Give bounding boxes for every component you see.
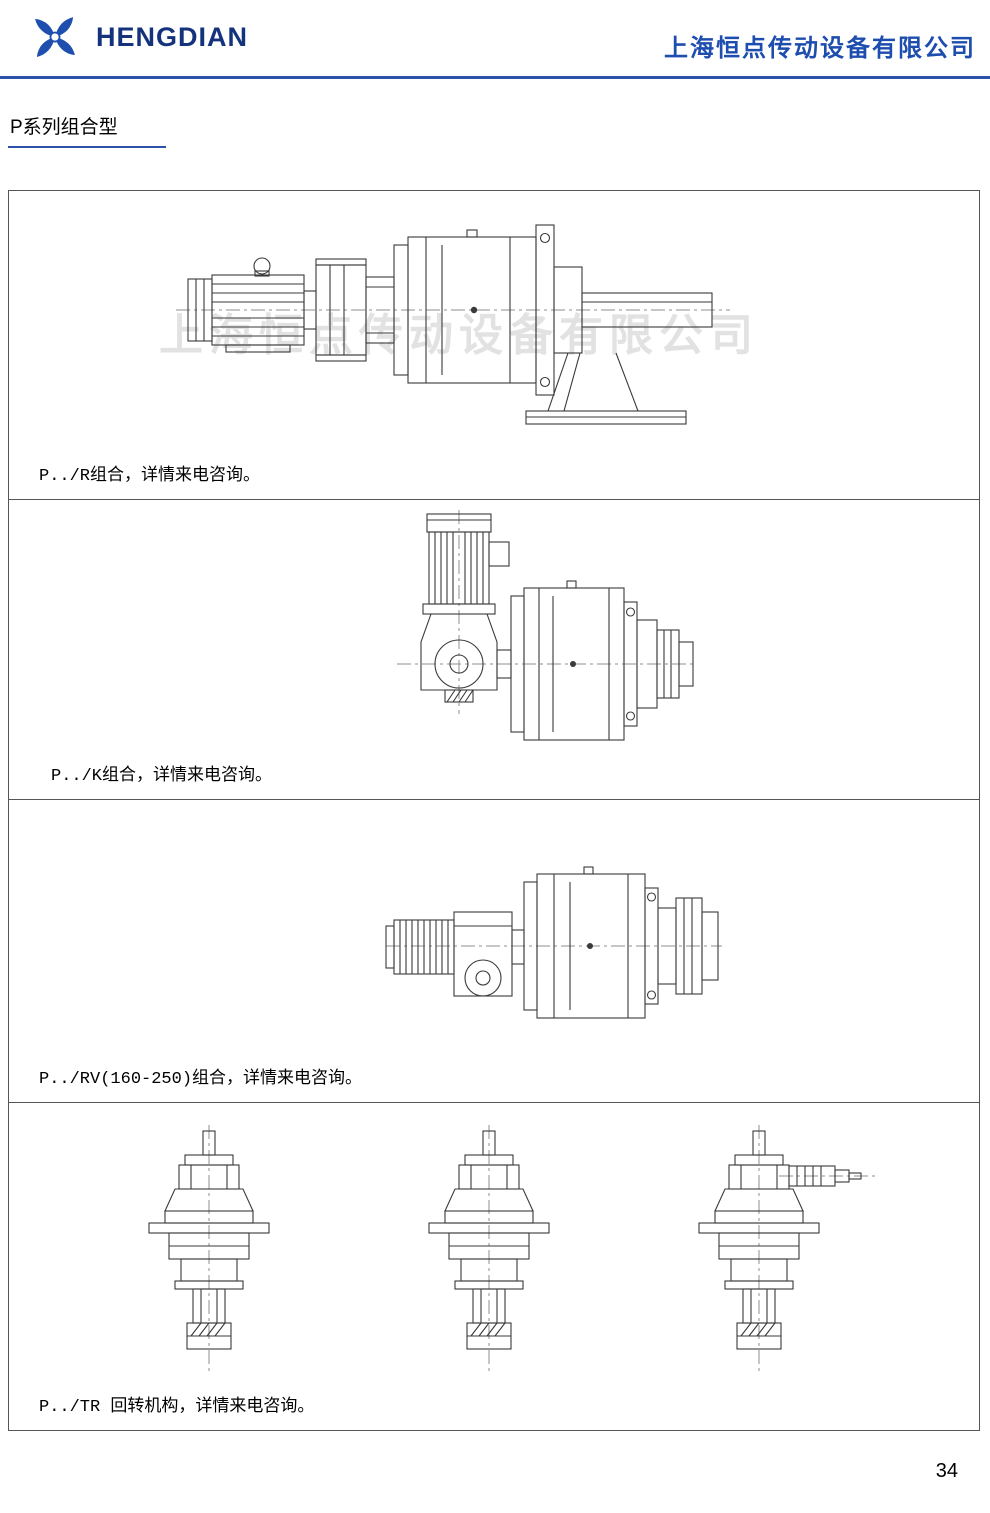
figure-caption-p-k: P../K组合，详情来电咨询。	[51, 767, 273, 786]
page-number: 34	[935, 1460, 958, 1482]
figure-caption-p-r: P../R组合，详情来电咨询。	[39, 467, 261, 486]
drawing-p-k-combination	[397, 510, 697, 741]
pinwheel-logo-icon	[35, 17, 75, 57]
drawing-p-tr-unit-1	[148, 1125, 270, 1373]
figure-row-p-k: P../K组合，详情来电咨询。	[9, 500, 979, 800]
company-name: 上海恒点传动设备有限公司	[664, 36, 976, 62]
header-divider	[0, 76, 990, 79]
section-title: P系列组合型	[8, 112, 166, 148]
drawing-p-rv-combination	[385, 866, 722, 1019]
drawing-p-tr-unit-3	[698, 1125, 875, 1373]
figure-row-p-rv: P../RV(160-250)组合，详情来电咨询。	[9, 800, 979, 1103]
figure-panel: 上海恒点传动设备有限公司	[8, 190, 980, 1431]
drawing-p-r-combination	[176, 224, 730, 425]
figure-caption-p-rv: P../RV(160-250)组合，详情来电咨询。	[39, 1070, 363, 1089]
figure-caption-p-tr: P../TR 回转机构，详情来电咨询。	[39, 1398, 315, 1417]
figure-row-p-r: 上海恒点传动设备有限公司	[9, 191, 979, 500]
brand-logo: HENGDIAN	[26, 8, 248, 66]
figure-row-p-tr: P../TR 回转机构，详情来电咨询。	[9, 1103, 979, 1430]
brand-name: HENGDIAN	[96, 21, 249, 52]
drawing-p-tr-unit-2	[428, 1125, 550, 1373]
